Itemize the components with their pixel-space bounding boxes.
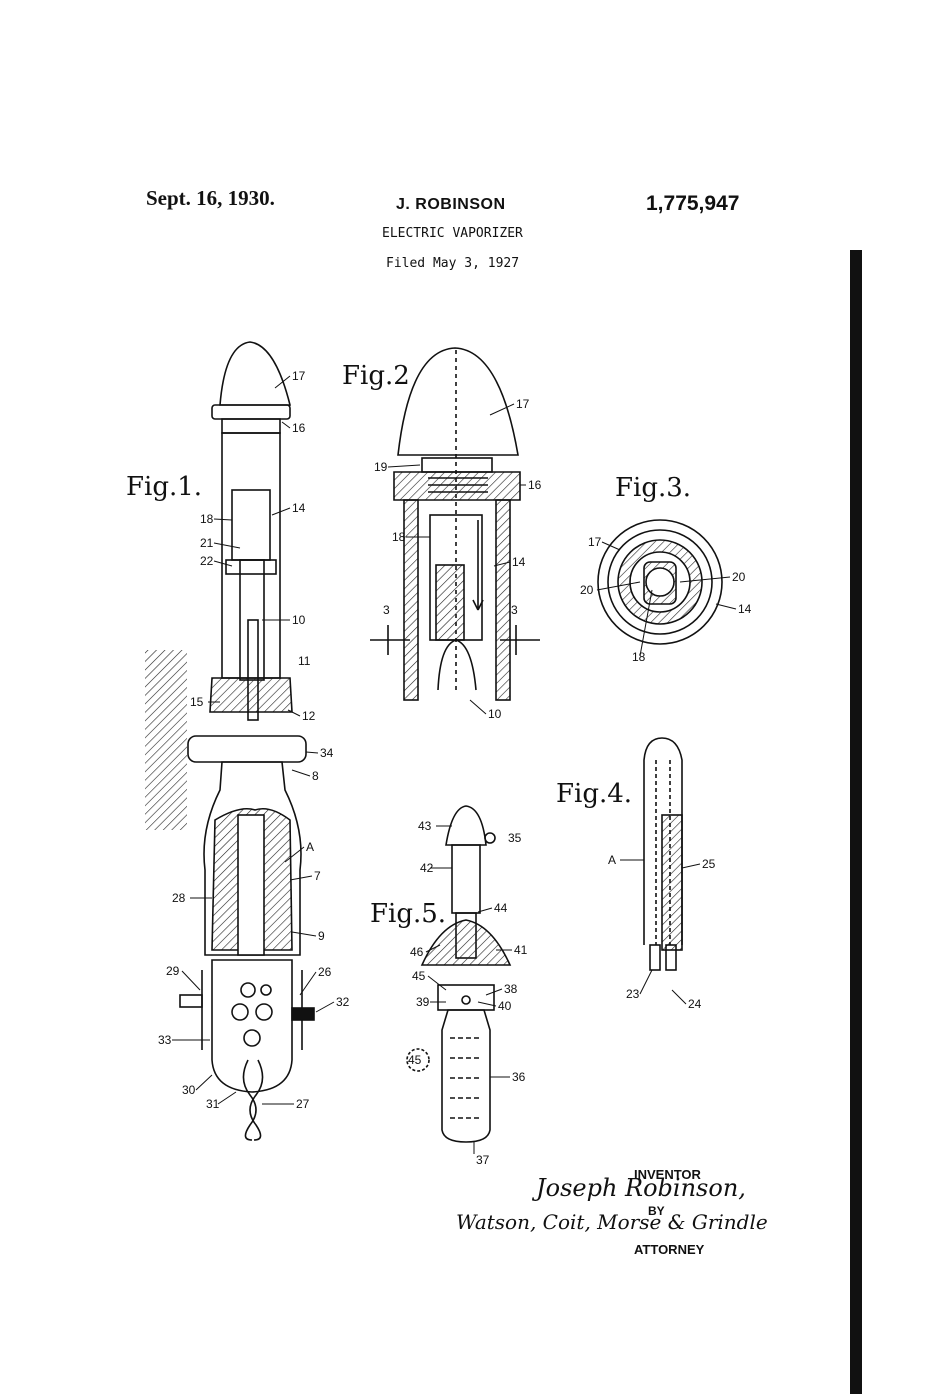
ref-numeral: 23 xyxy=(626,987,640,1001)
ref-numeral: 29 xyxy=(166,964,180,978)
ref-numeral: 24 xyxy=(688,997,702,1011)
ref-numeral: 21 xyxy=(200,536,214,550)
ref-numeral: 10 xyxy=(292,613,306,627)
ref-numeral: A xyxy=(608,853,616,867)
ref-numeral: 27 xyxy=(296,1097,310,1111)
ref-numeral: 9 xyxy=(318,929,325,943)
fig2-label: Fig.2 xyxy=(342,361,410,391)
ref-numeral: 16 xyxy=(292,421,306,435)
ref-numeral: 18 xyxy=(632,650,646,664)
fig3-label: Fig.3. xyxy=(615,473,691,503)
fig2-reference-numerals: 17 19 16 18 14 3 3 10 xyxy=(374,397,542,721)
ref-numeral: A xyxy=(306,840,314,854)
leader-lines xyxy=(172,375,737,1154)
scan-edge-bar xyxy=(850,250,862,1394)
fig4-reference-numerals: A 25 23 24 xyxy=(608,853,716,1011)
ref-numeral: 22 xyxy=(200,554,214,568)
ref-numeral: 25 xyxy=(702,857,716,871)
by-label: BY xyxy=(648,1204,665,1218)
ref-numeral: 39 xyxy=(416,995,430,1009)
fig3-drawing xyxy=(597,519,723,645)
ref-numeral: 28 xyxy=(172,891,186,905)
ref-numeral: 35 xyxy=(508,831,522,845)
ref-numeral: 16 xyxy=(528,478,542,492)
ref-numeral: 40 xyxy=(498,999,512,1013)
ref-numeral: 38 xyxy=(504,982,518,996)
ref-numeral: 3 xyxy=(511,603,518,617)
ref-numeral: 18 xyxy=(200,512,214,526)
fig1-reference-numerals: 17 16 14 18 21 22 10 11 15 12 34 8 A 7 2… xyxy=(158,369,350,1111)
ref-numeral: 36 xyxy=(512,1070,526,1084)
ref-numeral: 26 xyxy=(318,965,332,979)
fig3-reference-numerals: 17 20 20 14 18 xyxy=(580,535,752,664)
ref-numeral: 34 xyxy=(320,746,334,760)
ref-numeral: 30 xyxy=(182,1083,196,1097)
inventor-label: INVENTOR xyxy=(634,1167,701,1182)
ref-numeral: 17 xyxy=(292,369,306,383)
ref-numeral: 10 xyxy=(488,707,502,721)
ref-numeral: 15 xyxy=(190,695,204,709)
fig1-drawing xyxy=(145,341,315,1141)
fig5-label: Fig.5. xyxy=(370,899,446,929)
ref-numeral: 17 xyxy=(516,397,530,411)
ref-numeral: 33 xyxy=(158,1033,172,1047)
inventor-name: J. ROBINSON xyxy=(396,196,506,213)
ref-numeral: 17 xyxy=(588,535,602,549)
ref-numeral: 44 xyxy=(494,901,508,915)
fig2-drawing xyxy=(370,347,540,701)
attorney-signature: Watson, Coit, Morse & Grindle xyxy=(456,1210,768,1234)
patent-title: ELECTRIC VAPORIZER xyxy=(382,226,523,241)
fig5-reference-numerals: 43 35 42 44 46 41 45 38 39 40 45 36 37 xyxy=(408,819,528,1167)
ref-numeral: 32 xyxy=(336,995,350,1009)
fig4-drawing xyxy=(643,737,683,971)
ref-numeral: 42 xyxy=(420,861,434,875)
ref-numeral: 45 xyxy=(408,1053,422,1067)
patent-number: 1,775,947 xyxy=(646,192,740,215)
filed-date: Filed May 3, 1927 xyxy=(386,256,520,271)
ref-numeral: 43 xyxy=(418,819,432,833)
inventor-signature: Joseph Robinson, xyxy=(536,1174,746,1202)
ref-numeral: 46 xyxy=(410,945,424,959)
fig4-label: Fig.4. xyxy=(556,779,632,809)
ref-numeral: 41 xyxy=(514,943,528,957)
fig1-label: Fig.1. xyxy=(126,472,202,502)
ref-numeral: 14 xyxy=(738,602,752,616)
ref-numeral: 7 xyxy=(314,869,321,883)
ref-numeral: 18 xyxy=(392,530,406,544)
ref-numeral: 31 xyxy=(206,1097,220,1111)
ref-numeral: 20 xyxy=(580,583,594,597)
ref-numeral: 3 xyxy=(383,603,390,617)
ref-numeral: 45 xyxy=(412,969,426,983)
ref-numeral: 20 xyxy=(732,570,746,584)
ref-numeral: 8 xyxy=(312,769,319,783)
patent-date: Sept. 16, 1930. xyxy=(146,186,275,210)
ref-numeral: 37 xyxy=(476,1153,490,1167)
ref-numeral: 11 xyxy=(298,654,311,668)
attorney-label: ATTORNEY xyxy=(634,1242,705,1257)
ref-numeral: 14 xyxy=(512,555,526,569)
ref-numeral: 12 xyxy=(302,709,316,723)
ref-numeral: 19 xyxy=(374,460,388,474)
ref-numeral: 14 xyxy=(292,501,306,515)
